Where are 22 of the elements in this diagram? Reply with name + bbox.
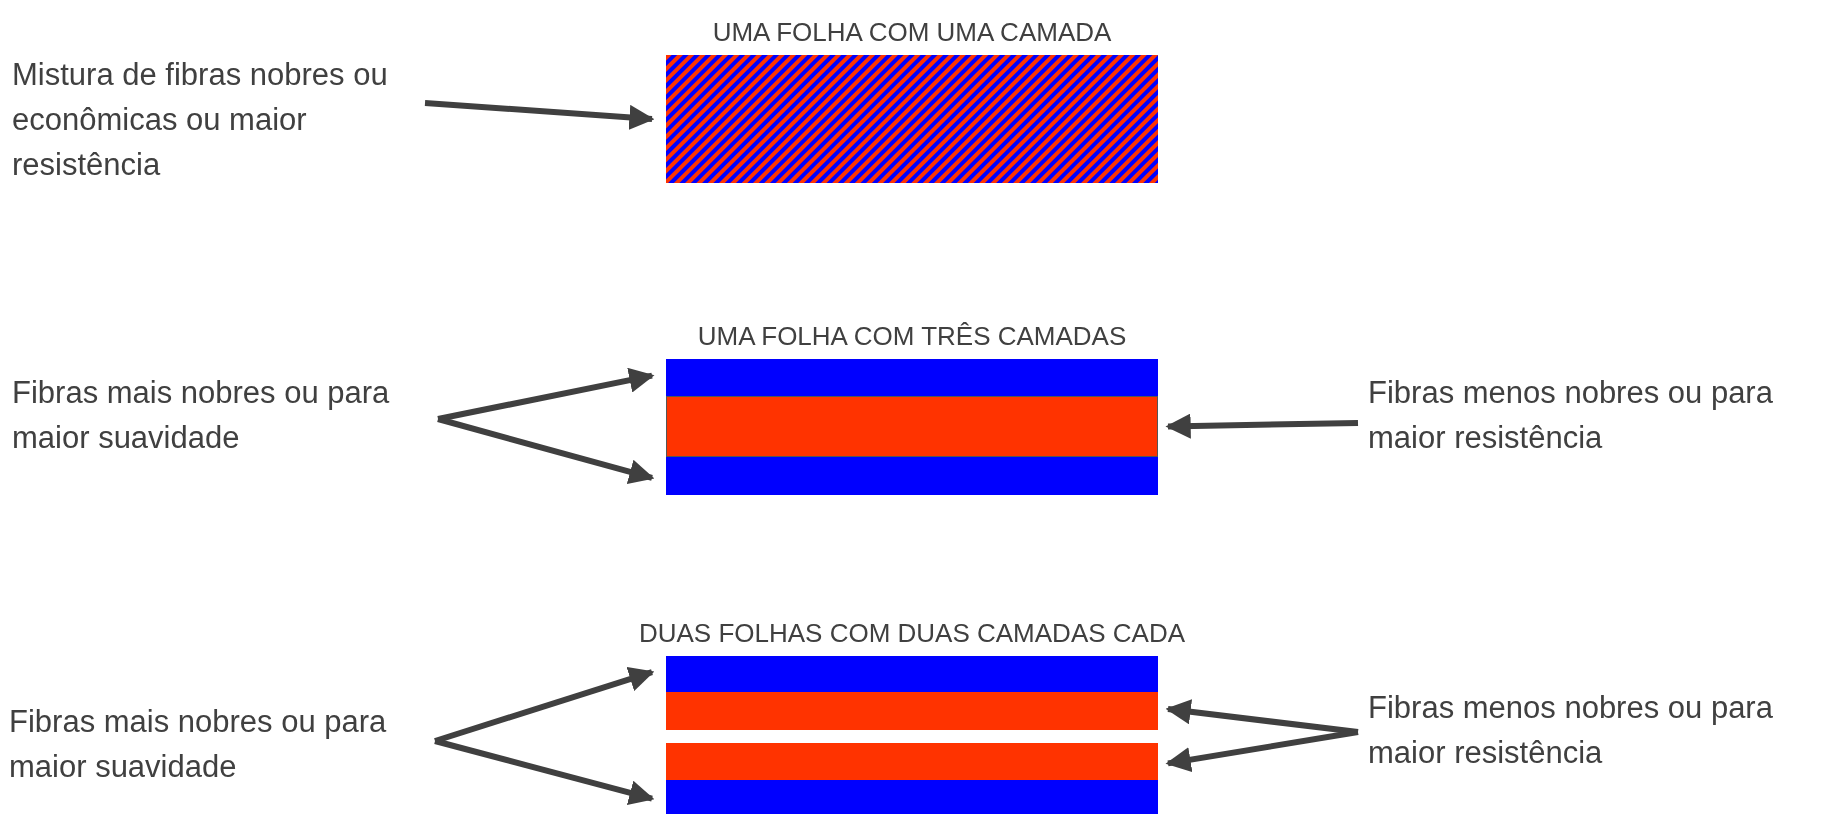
layer-band	[666, 743, 1158, 780]
layer-band	[666, 656, 1158, 692]
layer-heading: DUAS FOLHAS COM DUAS CAMADAS CADA	[637, 618, 1187, 648]
text-label: Fibras mais nobres ou para maior suavidade	[9, 699, 427, 789]
arrow	[434, 667, 655, 744]
arrow	[1165, 729, 1359, 773]
arrow	[437, 416, 655, 485]
layer-heading: UMA FOLHA COM UMA CAMADA	[711, 17, 1113, 47]
text-label: Fibras menos nobres ou para maior resistência	[1368, 685, 1808, 775]
arrow	[437, 367, 655, 422]
layer-band	[666, 457, 1158, 495]
layer-heading: UMA FOLHA COM TRÊS CAMADAS	[696, 321, 1128, 351]
arrow	[1165, 413, 1359, 439]
text-label: Fibras mais nobres ou para maior suavidade	[12, 370, 430, 460]
text-label: Mistura de fibras nobres ou econômicas ou maior resistência	[12, 52, 417, 187]
text-label: Fibras menos nobres ou para maior resistência	[1368, 370, 1808, 460]
layer-band	[666, 780, 1158, 814]
layer-band	[666, 359, 1158, 396]
layer-band	[666, 396, 1158, 457]
arrow	[424, 100, 655, 130]
layer-band	[666, 692, 1158, 730]
arrow	[434, 738, 655, 806]
